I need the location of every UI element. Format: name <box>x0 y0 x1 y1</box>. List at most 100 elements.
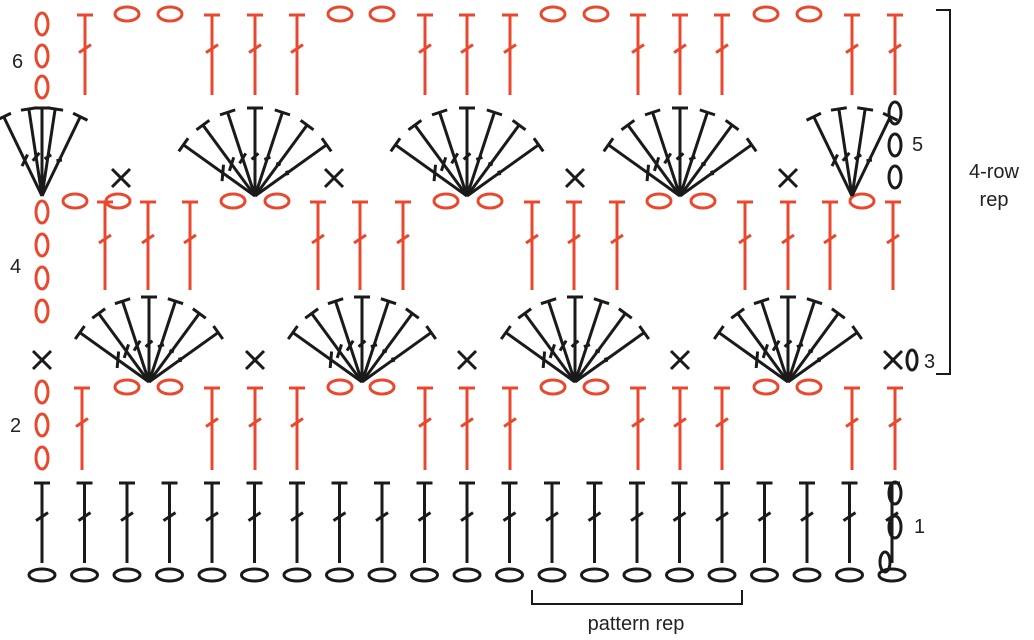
stitch-stroke <box>275 161 282 167</box>
stitch-stroke <box>162 511 177 522</box>
stitch-stroke <box>413 124 469 197</box>
stitch-stroke <box>212 325 225 340</box>
foundation-chain <box>452 567 482 583</box>
foundation-chain <box>792 567 822 583</box>
stitch-stroke <box>248 417 262 428</box>
stitch-stroke <box>786 312 840 383</box>
stitch-stroke <box>438 111 469 197</box>
stitch-stroke <box>375 511 389 522</box>
stitch-stroke <box>583 343 591 349</box>
stitch-stroke <box>0 111 12 121</box>
stitch-stroke <box>425 325 438 340</box>
stitch-stroke <box>417 511 432 522</box>
stitch-stroke <box>688 155 696 161</box>
stitch-stroke <box>147 300 177 383</box>
stitch-stroke <box>31 151 41 162</box>
stitch-stroke <box>177 137 190 153</box>
stitch-stroke <box>220 164 226 182</box>
stitch-stroke <box>390 357 396 363</box>
stitch-stroke <box>450 152 460 165</box>
stitch-stroke <box>886 233 900 245</box>
turning-chain <box>905 348 919 372</box>
stitch-stroke <box>617 307 633 320</box>
stitch-stroke <box>486 108 503 117</box>
stitch-stroke <box>335 343 343 359</box>
stitch-stroke <box>460 43 474 54</box>
stitch-stroke <box>353 233 367 245</box>
stitch-stroke <box>570 339 580 348</box>
stitch-stroke <box>201 124 257 197</box>
stitch-stroke <box>837 108 854 197</box>
stitch-stroke <box>360 312 414 383</box>
stitch-stroke <box>114 297 131 306</box>
stitch-stroke <box>638 325 651 340</box>
chain-oval <box>263 192 291 210</box>
stitch-stroke <box>603 357 609 363</box>
stitch-stroke <box>148 331 220 384</box>
stitch-stroke <box>380 297 397 306</box>
stitch-stroke <box>304 307 320 320</box>
chain-oval <box>476 192 504 210</box>
turning-chain <box>878 550 892 574</box>
stitch-stroke <box>620 119 636 132</box>
stitch-stroke <box>290 43 304 54</box>
stitch-stroke <box>141 233 155 245</box>
foundation-chain <box>580 567 609 583</box>
stitch-stroke <box>332 511 347 522</box>
stitch-stroke <box>564 167 586 189</box>
stitch-stroke <box>144 339 154 348</box>
stitch-stroke <box>631 417 645 428</box>
stitch-stroke <box>263 155 271 161</box>
chain-oval <box>689 192 717 210</box>
stitch-stroke <box>360 300 390 383</box>
stitch-stroke <box>675 152 685 161</box>
stitch-stroke <box>299 119 315 132</box>
chain-oval <box>795 378 823 396</box>
stitch-stroke <box>548 343 556 359</box>
stitch-stroke <box>736 312 790 383</box>
stitch-stroke <box>888 417 902 428</box>
stitch-stroke <box>460 417 474 428</box>
stitch-stroke <box>31 349 53 371</box>
stitch-stroke <box>120 511 134 522</box>
stitch-stroke <box>594 348 601 354</box>
stitch-stroke <box>35 511 49 522</box>
stitch-stroke <box>253 124 309 197</box>
stitch-stroke <box>320 137 333 153</box>
stitch-stroke <box>286 325 299 340</box>
stitch-stroke <box>888 43 902 54</box>
stitch-stroke <box>631 43 645 54</box>
four-row-rep-label-line2: rep <box>980 189 1009 211</box>
chain-oval <box>368 5 396 23</box>
stitch-stroke <box>290 511 304 522</box>
chain-oval <box>432 192 460 210</box>
stitch-stroke <box>205 417 219 428</box>
stitch-stroke <box>475 155 483 161</box>
stitch-stroke <box>593 297 610 306</box>
stitch-stroke <box>247 511 262 522</box>
chain-oval <box>326 378 354 396</box>
chain-oval <box>156 378 184 396</box>
stitch-stroke <box>407 119 423 132</box>
stitch-stroke <box>183 233 197 245</box>
stitch-stroke <box>40 108 57 197</box>
stitch-stroke <box>607 143 681 198</box>
stitch-stroke <box>182 143 256 198</box>
stitch-stroke <box>168 348 175 354</box>
stitch-stroke <box>845 43 859 54</box>
chain-oval <box>156 5 184 23</box>
stitch-stroke <box>573 300 603 383</box>
stitch-stroke <box>431 108 448 117</box>
stitch-stroke <box>195 119 211 132</box>
stitch-stroke <box>290 417 304 428</box>
stitch-stroke <box>274 108 291 117</box>
chain-oval <box>34 298 50 324</box>
row-2-label: 2 <box>10 415 21 437</box>
turning-chain <box>887 132 903 158</box>
stitch-stroke <box>98 233 112 245</box>
foundation-chain <box>112 567 142 583</box>
stitch-stroke <box>327 297 344 306</box>
stitch-stroke <box>541 351 547 369</box>
stitch-stroke <box>205 43 219 54</box>
stitch-stroke <box>882 349 904 371</box>
